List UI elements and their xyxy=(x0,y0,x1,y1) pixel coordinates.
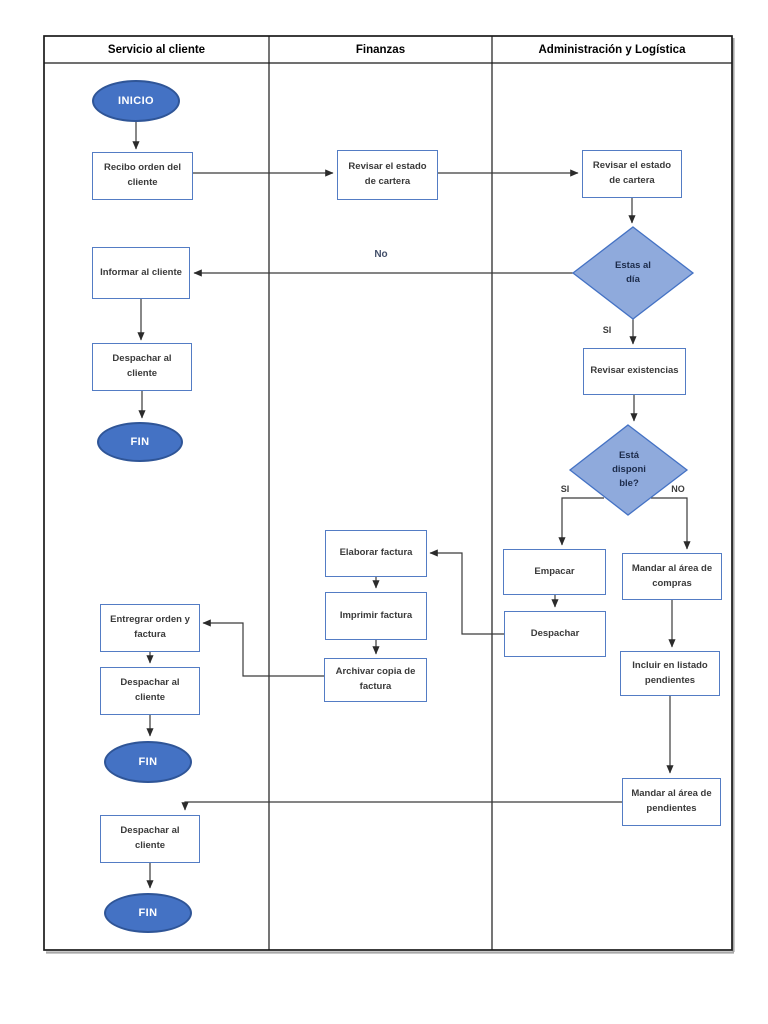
lane-title-administracion-logistica: Administración y Logística xyxy=(538,43,686,56)
lane-title-servicio-al-cliente: Servicio al cliente xyxy=(107,43,206,56)
process-empacar: Empacar xyxy=(503,549,606,595)
arrow-archivar-to-entregar xyxy=(202,619,324,677)
process-revisar-existencias: Revisar existencias xyxy=(583,348,686,395)
process-archivar-copia-factura: Archivar copia de factura xyxy=(324,658,427,702)
decision-esta-disponible xyxy=(568,424,689,516)
terminator-fin-2: FIN xyxy=(104,741,192,783)
process-despachar-cliente-2: Despachar al cliente xyxy=(100,667,200,715)
process-despachar-cliente-1: Despachar al cliente xyxy=(92,343,192,391)
branch-label-no-disponible: NO xyxy=(671,483,685,494)
arrow-si-to-empacar xyxy=(558,497,604,546)
process-despachar-cliente-3: Despachar al cliente xyxy=(100,815,200,863)
process-revisar-cartera-admin: Revisar el estado de cartera xyxy=(582,150,682,198)
process-informar-cliente: Informar al cliente xyxy=(92,247,190,299)
arrow-pendientes-to-despachar3 xyxy=(181,801,622,811)
decision-estas-al-dia xyxy=(571,226,695,320)
arrow-despachar-to-elaborar xyxy=(429,549,504,635)
branch-label-si-disponible: SI xyxy=(560,483,570,494)
table-outline xyxy=(43,35,733,951)
process-mandar-area-compras: Mandar al área de compras xyxy=(622,553,722,600)
process-imprimir-factura: Imprimir factura xyxy=(325,592,427,640)
terminator-fin-3: FIN xyxy=(104,893,192,933)
branch-label-si-estas-al-dia: SI xyxy=(602,324,612,335)
lane-title-finanzas: Finanzas xyxy=(355,43,406,56)
process-recibo-orden: Recibo orden del cliente xyxy=(92,152,193,200)
process-elaborar-factura: Elaborar factura xyxy=(325,530,427,577)
decision-label-estas-al-dia: Estas al día xyxy=(615,259,651,285)
terminator-inicio: INICIO xyxy=(92,80,180,122)
process-revisar-cartera-finanzas: Revisar el estado de cartera xyxy=(337,150,438,200)
process-incluir-listado-pendientes: Incluir en listado pendientes xyxy=(620,651,720,696)
branch-label-no: No xyxy=(374,248,388,260)
process-despachar: Despachar xyxy=(504,611,606,657)
decision-label-esta-disponible: Está disponi ble? xyxy=(612,449,646,490)
arrow-no-to-mandar-compras xyxy=(651,497,691,550)
process-entregar-orden-factura: Entregrar orden y factura xyxy=(100,604,200,652)
process-mandar-area-pendientes: Mandar al área de pendientes xyxy=(622,778,721,826)
terminator-fin-1: FIN xyxy=(97,422,183,462)
